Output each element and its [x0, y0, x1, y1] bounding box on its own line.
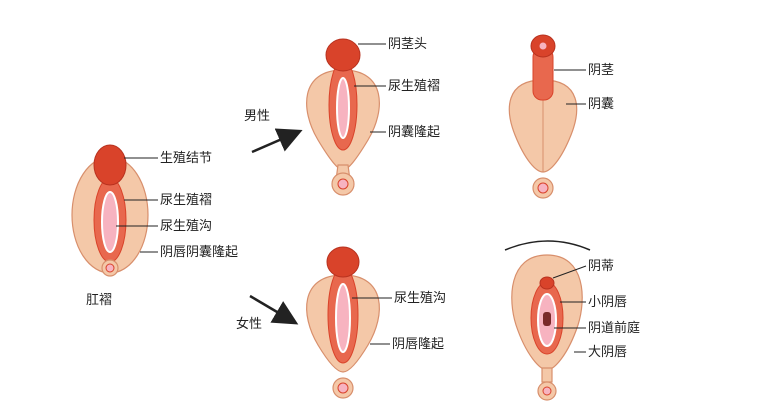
anus-shape [337, 178, 349, 190]
label-urogenital-fold: 尿生殖褶 [160, 192, 212, 208]
label-labioscrotal-swelling: 阴唇阴囊隆起 [160, 244, 238, 260]
urogenital-groove-shape [101, 191, 119, 253]
female-intermediate-stage: 尿生殖沟 阴唇隆起 [306, 246, 446, 399]
perineum-shape [541, 367, 553, 383]
male-intermediate-stage: 阴茎头 尿生殖褶 阴囊隆起 [306, 37, 440, 196]
leader-line [552, 265, 587, 279]
female-final-stage: 阴蒂 小阴唇 阴道前庭 大阴唇 [504, 240, 640, 401]
arrow-female-line [249, 294, 299, 325]
label-scrotal-swelling: 阴囊隆起 [388, 124, 440, 140]
arrow-male: 男性 [244, 109, 303, 154]
meatus-shape [538, 41, 548, 51]
clitoris-shape [539, 276, 555, 290]
label-labia-majora: 大阴唇 [588, 345, 627, 360]
label-glans: 阴茎头 [388, 37, 427, 52]
label-anal-fold: 肛褶 [86, 293, 112, 308]
arrow-male-line [251, 128, 303, 154]
mons-outline [504, 240, 591, 251]
label-urogenital-fold: 尿生殖褶 [388, 78, 440, 94]
indifferent-stage: 生殖结节 尿生殖褶 尿生殖沟 阴唇阴囊隆起 肛褶 [71, 144, 238, 308]
arrow-female: 女性 [236, 294, 299, 332]
anus-shape [542, 386, 552, 396]
label-penis: 阴茎 [588, 63, 614, 78]
genital-tubercle-shape [326, 246, 360, 278]
label-female: 女性 [236, 316, 262, 332]
urogenital-groove-shape [335, 283, 351, 353]
anus-shape [537, 182, 549, 194]
label-genital-tubercle: 生殖结节 [160, 150, 212, 166]
label-male: 男性 [244, 109, 270, 124]
label-labia-minora: 小阴唇 [588, 295, 627, 310]
label-urogenital-groove: 尿生殖沟 [160, 218, 212, 234]
anus-shape [105, 263, 115, 273]
label-clitoris: 阴蒂 [588, 259, 614, 274]
label-labial-swelling: 阴唇隆起 [392, 337, 444, 352]
genital-tubercle-shape [93, 144, 127, 186]
label-scrotum: 阴囊 [588, 96, 614, 112]
anus-shape [337, 382, 349, 394]
vaginal-orifice-shape [543, 312, 551, 326]
label-urogenital-groove: 尿生殖沟 [394, 290, 446, 306]
urethral-groove-shape [336, 77, 350, 139]
label-vestibule: 阴道前庭 [588, 320, 640, 336]
male-final-stage: 阴茎 阴囊 [508, 34, 614, 199]
glans-shape [325, 38, 361, 72]
